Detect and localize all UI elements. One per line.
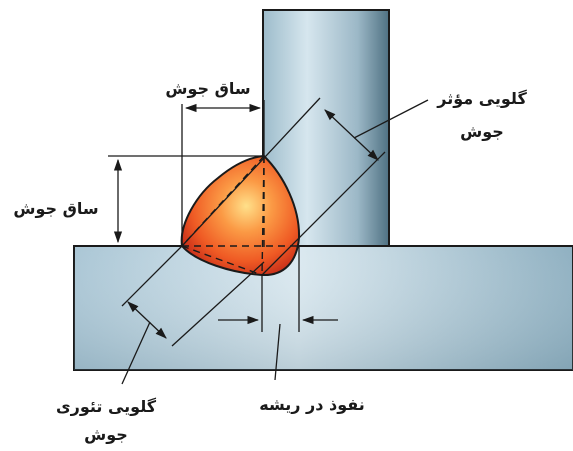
leg-top-label: ساق جوش bbox=[165, 79, 250, 98]
theoretical-throat-label-line1: گلویی تئوری bbox=[56, 397, 157, 416]
root-penetration-label: نفوذ در ریشه bbox=[259, 395, 365, 414]
effective-throat-dimension bbox=[181, 97, 429, 276]
leg-left-dimension bbox=[108, 155, 264, 247]
theoretical-throat-dimension bbox=[121, 245, 265, 385]
root-penetration-dimension bbox=[218, 246, 338, 381]
leg-top-dimension bbox=[181, 100, 265, 246]
leg-left-label: ساق جوش bbox=[13, 199, 98, 218]
theoretical-throat-label-line2: جوش bbox=[84, 425, 128, 444]
effective-throat-label-line1: گلویی مؤثر bbox=[436, 89, 527, 108]
weld-bead bbox=[180, 154, 301, 277]
effective-throat-label-line2: جوش bbox=[460, 122, 504, 141]
